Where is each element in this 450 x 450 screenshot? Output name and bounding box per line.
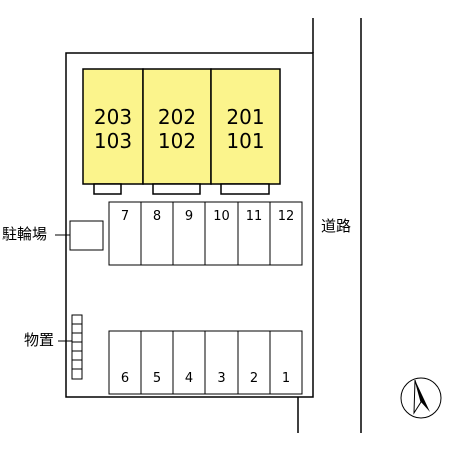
building-label-left: 203 103 (83, 105, 143, 153)
bicycle-parking-area (69, 220, 104, 251)
parking-space-label: 11 (245, 209, 263, 224)
unit-lower: 103 (93, 129, 133, 153)
parking-space-label: 3 (217, 371, 226, 386)
parking-space-label: 2 (249, 371, 259, 386)
parking-space-label: 4 (184, 371, 194, 386)
storage-label: 物置 (24, 331, 55, 349)
parking-space-label: 10 (213, 209, 230, 224)
parking-space-label: 6 (120, 371, 130, 386)
building-step (152, 183, 201, 195)
north-arrow-icon (400, 377, 442, 419)
parking-space-label: 9 (184, 209, 194, 224)
building-label-right: 201 101 (211, 105, 280, 153)
parking-space-label: 7 (120, 209, 130, 224)
unit-upper: 201 (226, 105, 265, 129)
unit-upper: 202 (157, 105, 197, 129)
storage-area (71, 314, 83, 380)
parking-space-label: 1 (281, 371, 291, 386)
building-unit-203-103 (82, 68, 144, 185)
unit-lower: 102 (157, 129, 197, 153)
bicycle-parking-label: 駐輪場 (2, 225, 48, 243)
parking-space-label: 5 (152, 371, 162, 386)
building-step (220, 183, 270, 195)
parking-space-label: 12 (277, 209, 295, 224)
lot-outline (65, 52, 314, 398)
road-label: 道路 (321, 217, 352, 235)
building-unit-202-102 (142, 68, 212, 185)
unit-lower: 101 (226, 129, 265, 153)
building-label-middle: 202 102 (143, 105, 211, 153)
unit-upper: 203 (93, 105, 133, 129)
parking-space-label: 8 (152, 209, 162, 224)
building-unit-201-101 (210, 68, 281, 185)
building-step (93, 183, 122, 195)
